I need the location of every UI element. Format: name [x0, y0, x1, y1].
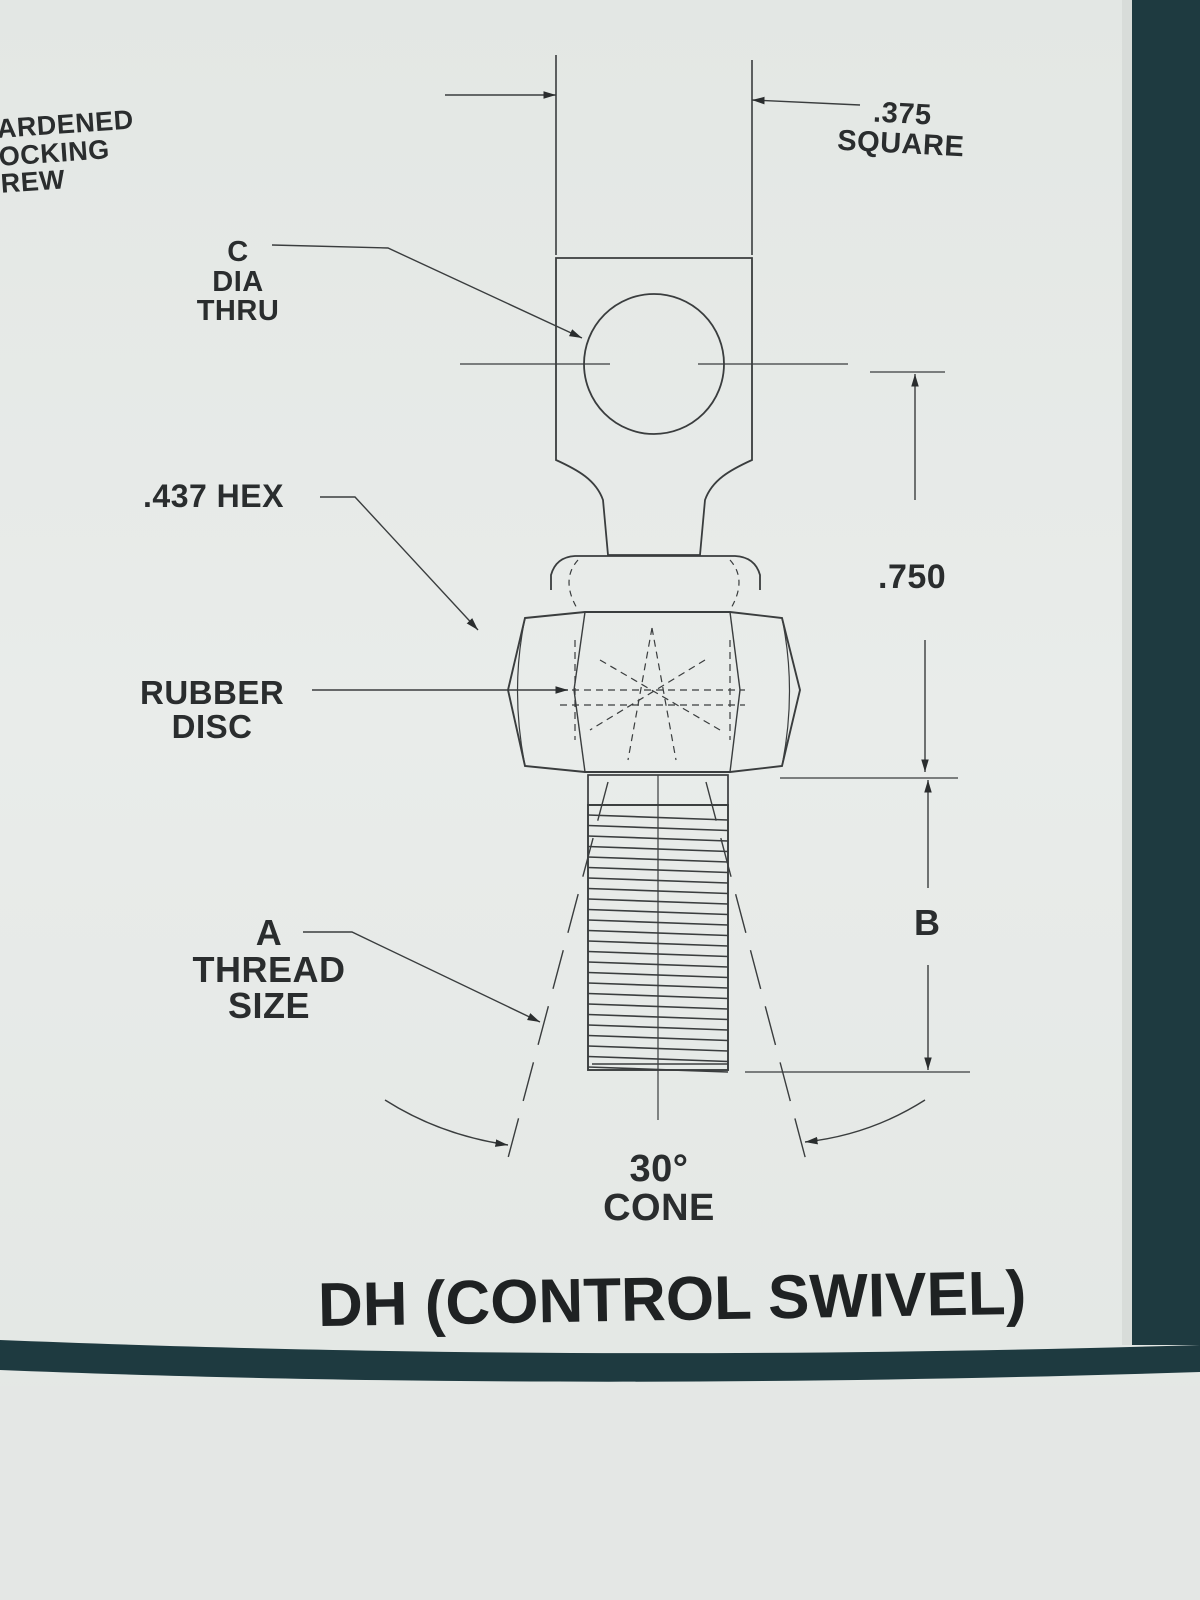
- thread-lines: [587, 814, 729, 1073]
- b-dimension-label: B: [914, 902, 941, 943]
- bottom-border-band: [0, 1340, 1200, 1382]
- rubber-disc-label: RUBBER DISC: [140, 674, 285, 745]
- swivel-collar: [550, 555, 761, 590]
- cone-angle-label: 30° CONE: [603, 1148, 715, 1229]
- page-edge-band: [1130, 0, 1200, 1345]
- cone-lines: [507, 781, 809, 1169]
- hardened-locking-screw-label: ARDENED OCKING REW: [0, 104, 135, 199]
- dimension-750-label: .750: [878, 558, 947, 596]
- swivel-head: [555, 257, 753, 556]
- hex-size-label: .437 HEX: [143, 478, 284, 514]
- c-dia-thru-label: C DIA THRU: [196, 236, 280, 328]
- a-thread-size-label: A THREAD SIZE: [192, 912, 346, 1027]
- diagram-title: DH (CONTROL SWIVEL): [317, 1258, 1027, 1341]
- hidden-internal-lines: [560, 627, 745, 761]
- square-dimension-label: .375 SQUARE: [836, 96, 966, 163]
